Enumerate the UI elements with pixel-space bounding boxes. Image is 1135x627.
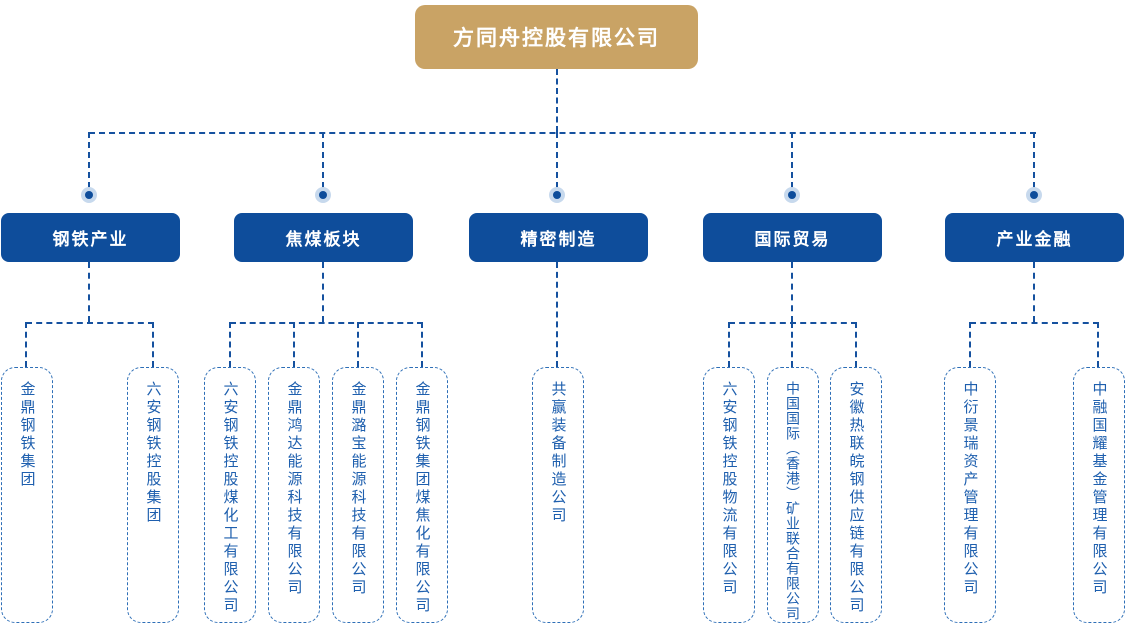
division-international-trade: 国际贸易 [703, 213, 882, 262]
connector-line [230, 322, 423, 324]
connector-line [293, 322, 295, 367]
connector-dot [81, 187, 97, 203]
division-industrial-finance: 产业金融 [945, 213, 1124, 262]
subsidiary-box: 金鼎鸿达能源科技有限公司 [268, 367, 320, 623]
connector-line [791, 322, 793, 367]
subsidiary-name: 中融国耀基金管理有限公司 [1090, 381, 1108, 597]
division-steel-industry: 钢铁产业 [1, 213, 180, 262]
connector-line [728, 322, 730, 367]
subsidiary-name: 六安钢铁控股物流有限公司 [720, 381, 738, 597]
subsidiary-box: 中衍景瑞资产管理有限公司 [944, 367, 996, 623]
connector-line [322, 262, 324, 322]
connector-line [89, 132, 1036, 134]
connector-line [969, 322, 971, 367]
connector-line [791, 132, 793, 188]
division-coking-coal: 焦煤板块 [234, 213, 413, 262]
connector-dot [315, 187, 331, 203]
subsidiary-box: 安徽热联皖钢供应链有限公司 [830, 367, 882, 623]
connector-line [421, 322, 423, 367]
connector-line [26, 322, 154, 324]
connector-line [791, 262, 793, 322]
subsidiary-name: 六安钢铁控股集团 [144, 381, 162, 525]
connector-line [88, 262, 90, 322]
subsidiary-box: 中融国耀基金管理有限公司 [1073, 367, 1125, 623]
connector-dot [1026, 187, 1042, 203]
subsidiary-name: 安徽热联皖钢供应链有限公司 [847, 381, 865, 615]
connector-line [855, 322, 857, 367]
subsidiary-box: 六安钢铁控股集团 [127, 367, 179, 623]
subsidiary-name: 金鼎钢铁集团 [18, 381, 36, 489]
connector-line [1097, 322, 1099, 367]
connector-dot [784, 187, 800, 203]
connector-line [229, 322, 231, 367]
subsidiary-name: 六安钢铁控股煤化工有限公司 [221, 381, 239, 615]
subsidiary-name: 中衍景瑞资产管理有限公司 [961, 381, 979, 597]
division-precision-manufacturing: 精密制造 [469, 213, 648, 262]
connector-line [970, 322, 1099, 324]
root-company-box: 方同舟控股有限公司 [415, 5, 698, 69]
connector-line [556, 262, 558, 367]
subsidiary-name: 金鼎鸿达能源科技有限公司 [285, 381, 303, 597]
connector-line [1033, 262, 1035, 322]
subsidiary-name: 金鼎钢铁集团煤焦化有限公司 [413, 381, 431, 615]
subsidiary-box: 中国国际（香港）矿业联合有限公司 [767, 367, 819, 623]
subsidiary-name: 金鼎潞宝能源科技有限公司 [349, 381, 367, 597]
subsidiary-name: 共赢装备制造公司 [549, 381, 567, 525]
connector-line [729, 322, 857, 324]
connector-line [25, 322, 27, 367]
connector-line [322, 132, 324, 188]
connector-dot [549, 187, 565, 203]
connector-line [88, 132, 90, 188]
connector-line [357, 322, 359, 367]
connector-line [556, 69, 558, 132]
connector-line [1033, 132, 1035, 188]
connector-line [556, 132, 558, 188]
subsidiary-box: 金鼎钢铁集团煤焦化有限公司 [396, 367, 448, 623]
subsidiary-box: 六安钢铁控股物流有限公司 [703, 367, 755, 623]
subsidiary-box: 共赢装备制造公司 [532, 367, 584, 623]
subsidiary-box: 金鼎钢铁集团 [1, 367, 53, 623]
subsidiary-box: 金鼎潞宝能源科技有限公司 [332, 367, 384, 623]
connector-line [152, 322, 154, 367]
subsidiary-name: 中国国际（香港）矿业联合有限公司 [785, 381, 801, 621]
subsidiary-box: 六安钢铁控股煤化工有限公司 [204, 367, 256, 623]
